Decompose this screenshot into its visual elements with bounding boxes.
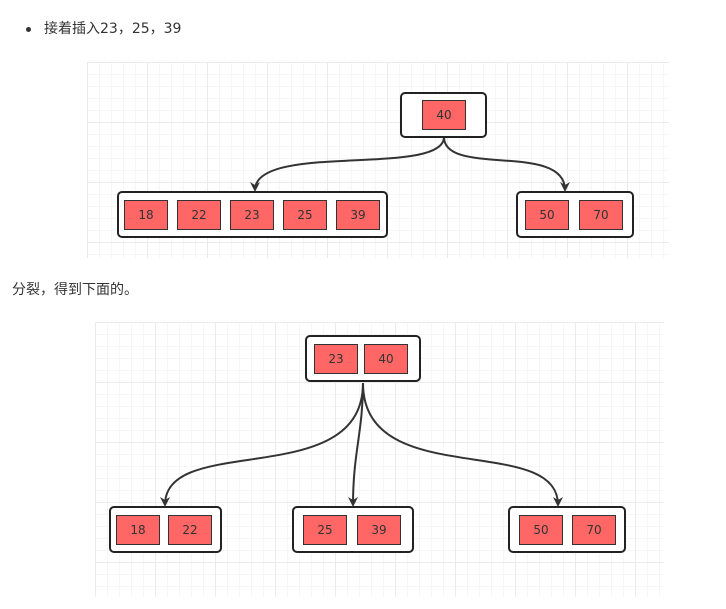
key-cell: 50	[519, 515, 563, 545]
edge-root-to-left-child	[250, 136, 445, 192]
split-description-text: 分裂，得到下面的。	[12, 282, 138, 298]
key-cell: 23	[314, 344, 358, 374]
edge-root-to-left-child	[160, 382, 364, 507]
bullet-dot-icon	[26, 26, 31, 32]
edge-root-to-right-child	[443, 136, 570, 192]
edges-layer	[250, 136, 570, 192]
left-child-node: 18 22	[109, 506, 222, 553]
key-cell: 40	[364, 344, 408, 374]
edges-layer	[160, 382, 563, 507]
key-cell: 40	[422, 100, 466, 130]
right-child-node: 50 70	[516, 191, 634, 238]
left-child-node: 18 22 23 25 39	[117, 191, 388, 238]
key-cell: 22	[168, 515, 212, 545]
key-cell: 39	[336, 200, 380, 230]
root-node: 40	[400, 92, 487, 138]
key-cell: 18	[124, 200, 168, 230]
key-cell: 50	[525, 200, 569, 230]
key-cell: 23	[230, 200, 274, 230]
key-cell: 39	[357, 515, 401, 545]
bullet-text: 接着插入23，25，39	[44, 21, 182, 37]
key-cell: 70	[579, 200, 623, 230]
key-cell: 25	[303, 515, 347, 545]
root-node: 23 40	[305, 335, 421, 382]
bullet-item: 接着插入23，25，39	[26, 18, 181, 40]
key-cell: 25	[283, 200, 327, 230]
edge-root-to-middle-child	[348, 382, 364, 507]
btree-after-split-diagram: 23 40 18 22 25 39 50 70	[95, 322, 664, 597]
middle-child-node: 25 39	[292, 506, 414, 553]
key-cell: 18	[116, 515, 160, 545]
key-cell: 70	[572, 515, 616, 545]
key-cell: 22	[177, 200, 221, 230]
btree-before-split-diagram: 40 18 22 23 25 39 50 70	[87, 62, 669, 258]
right-child-node: 50 70	[508, 506, 626, 553]
edge-root-to-right-child	[362, 382, 563, 507]
